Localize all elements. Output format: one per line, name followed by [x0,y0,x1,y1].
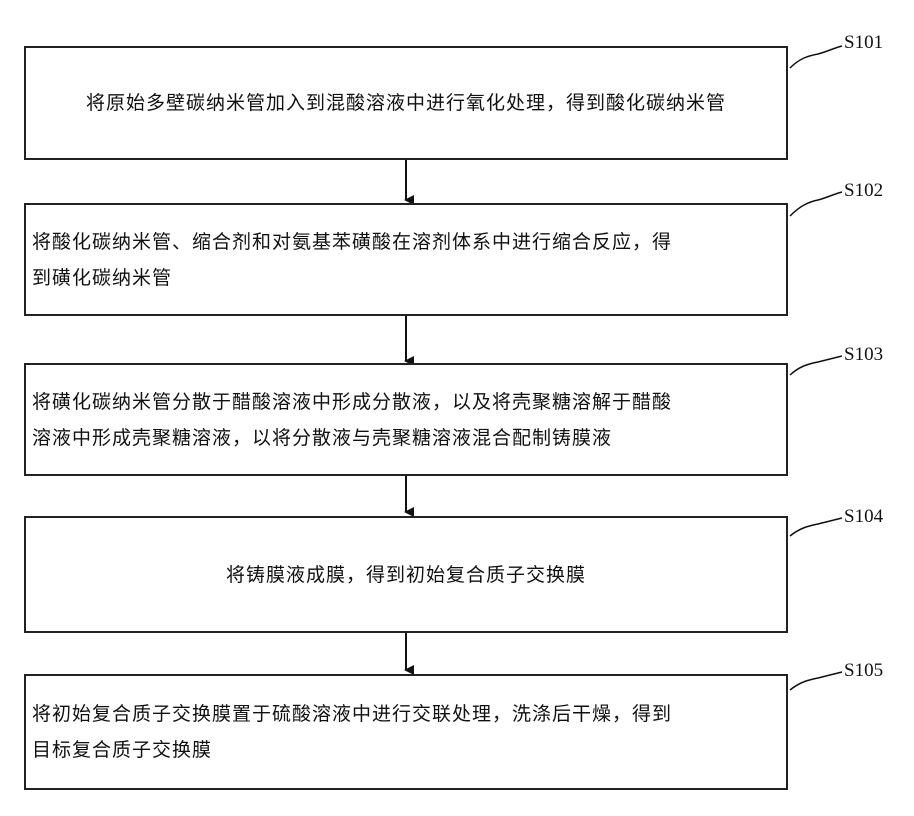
step-label-s105: S105 [844,660,883,682]
step-text-s103: 将磺化碳纳米管分散于醋酸溶液中形成分散液，以及将壳聚糖溶解于醋酸 溶液中形成壳聚… [32,384,780,456]
step-box-s103: 将磺化碳纳米管分散于醋酸溶液中形成分散液，以及将壳聚糖溶解于醋酸 溶液中形成壳聚… [24,363,788,476]
step-box-s104: 将铸膜液成膜，得到初始复合质子交换膜 [24,516,788,633]
step-label-s103: S103 [844,344,883,366]
leader-s105 [790,672,842,690]
step-box-s102: 将酸化碳纳米管、缩合剂和对氨基苯磺酸在溶剂体系中进行缩合反应，得 到磺化碳纳米管 [24,203,788,316]
step-text-s104: 将铸膜液成膜，得到初始复合质子交换膜 [32,557,780,593]
step-text-s105: 将初始复合质子交换膜置于硫酸溶液中进行交联处理，洗涤后干燥，得到 目标复合质子交… [32,696,780,768]
step-label-s104: S104 [844,506,883,528]
step-label-s102: S102 [844,180,883,202]
step-text-s101: 将原始多壁碳纳米管加入到混酸溶液中进行氧化处理，得到酸化碳纳米管 [32,85,780,121]
leader-s101 [790,46,842,68]
step-text-s102: 将酸化碳纳米管、缩合剂和对氨基苯磺酸在溶剂体系中进行缩合反应，得 到磺化碳纳米管 [32,224,780,296]
step-label-s101: S101 [844,32,883,54]
leader-s103 [790,356,842,375]
leader-s104 [790,518,842,536]
step-box-s105: 将初始复合质子交换膜置于硫酸溶液中进行交联处理，洗涤后干燥，得到 目标复合质子交… [24,674,788,790]
step-box-s101: 将原始多壁碳纳米管加入到混酸溶液中进行氧化处理，得到酸化碳纳米管 [24,46,788,160]
leader-s102 [790,192,842,216]
